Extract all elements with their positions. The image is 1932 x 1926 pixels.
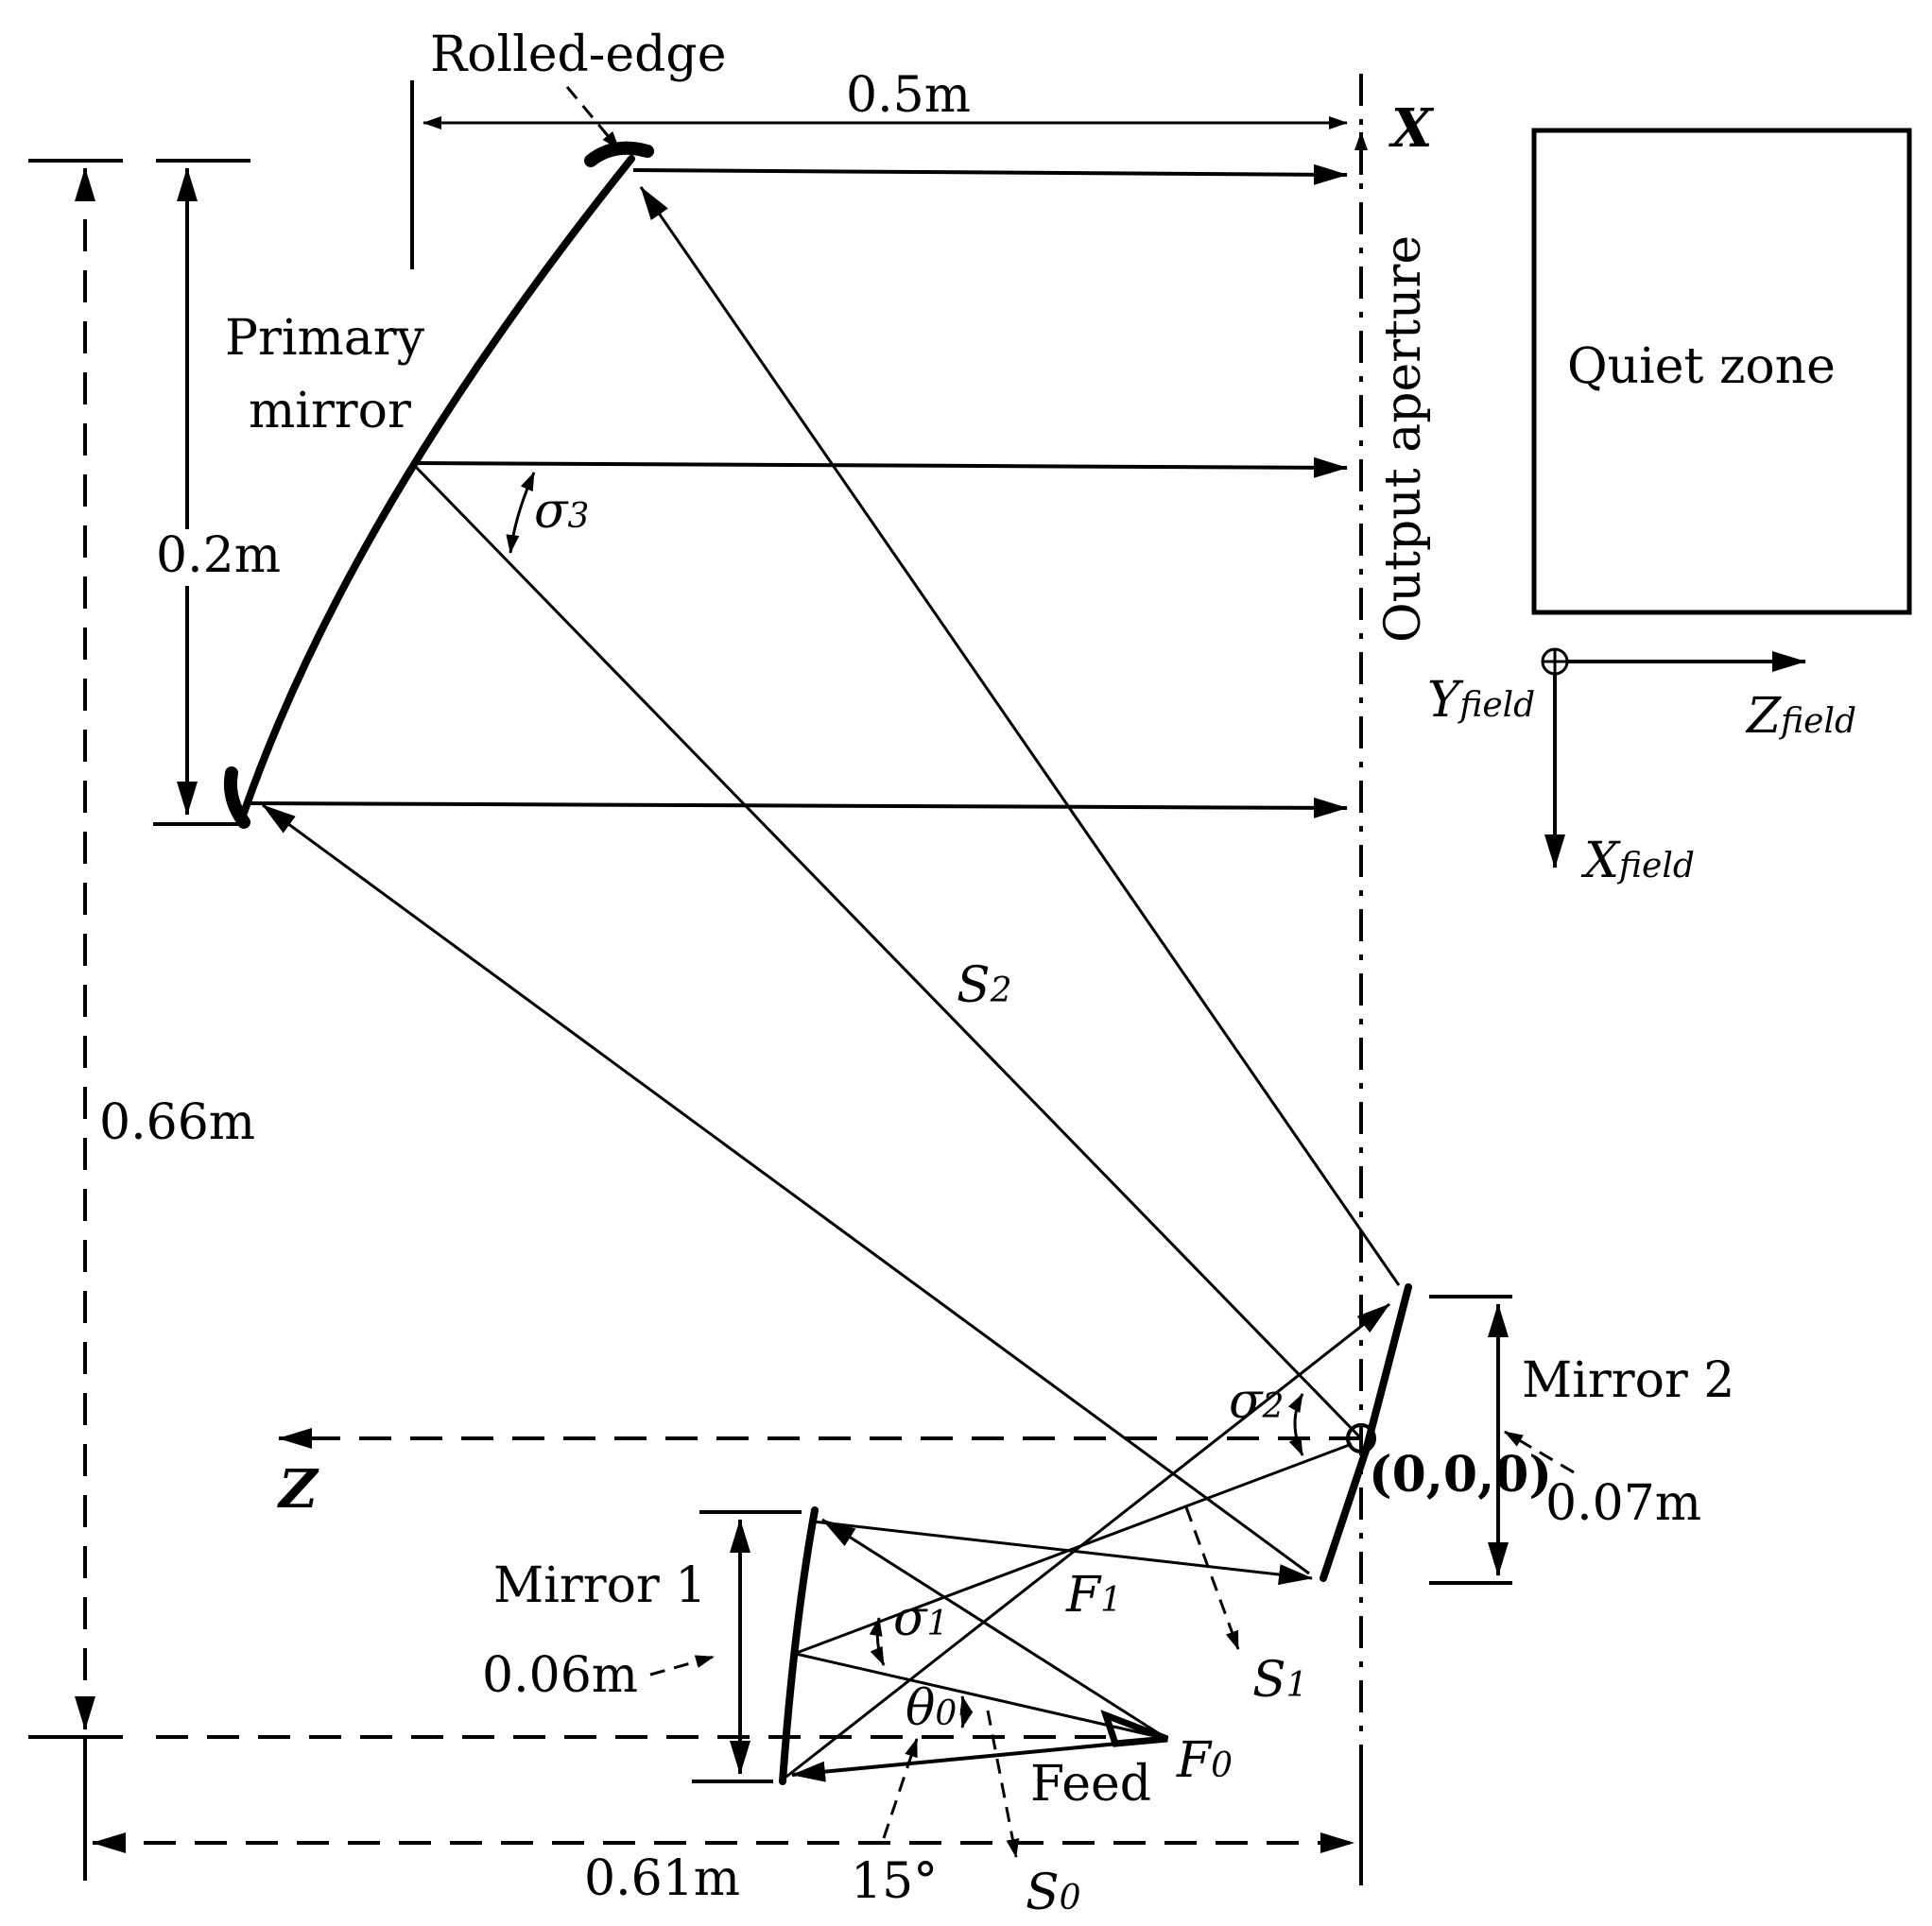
mirror-1 [779, 1506, 819, 1785]
primary-mirror [240, 155, 635, 817]
dim-0-06m-pointer [649, 1655, 715, 1677]
angle-15-pointer [882, 1738, 919, 1839]
ray-mirror2-to-primary-mid [410, 461, 1363, 1440]
mirror-2 [1320, 1283, 1412, 1582]
dim-0-66m-label: 0.66m [99, 1094, 255, 1151]
angle-15-label: 15° [851, 1853, 938, 1910]
axis-z-label: Z [277, 1458, 319, 1521]
ray-feed-to-mirror1-top [821, 1518, 1168, 1741]
dim-0-2m-label-bg [153, 529, 285, 586]
sigma2-arc [1287, 1393, 1304, 1456]
dim-0-07m-label: 0.07m [1545, 1475, 1701, 1532]
output-aperture-label: Output aperture [1375, 235, 1432, 643]
sigma1-arc [869, 1617, 886, 1666]
ray-feed-to-mirror1-bottom [791, 1737, 1168, 1782]
rolled-edge-label: Rolled-edge [430, 26, 726, 83]
ray-mirror2-to-primary-top [639, 186, 1401, 1286]
s2-label: S2 [957, 957, 1012, 1014]
dim-0-2m-label: 0.2m [156, 527, 281, 584]
feed-label: Feed [1030, 1756, 1151, 1813]
primary-rolled-edge-top [584, 141, 654, 167]
dim-0-61m-label: 0.61m [584, 1850, 740, 1907]
mirror-2-label: Mirror 2 [1522, 1352, 1734, 1409]
feed-horn [1100, 1710, 1169, 1747]
ray-mirror1-top-to-mirror2-bottom [812, 1520, 1313, 1585]
sigma1-label: σ1 [893, 1591, 948, 1647]
ray-mirror2-to-primary-bottom [262, 803, 1310, 1575]
quiet-zone-label: Quiet zone [1567, 338, 1836, 395]
sigma3-label: σ3 [534, 483, 589, 540]
y-field-label: Yfield [1427, 672, 1535, 729]
s0-direction-arrow [986, 1710, 1020, 1858]
dim-0-06m-label: 0.06m [482, 1647, 638, 1704]
s0-label: S0 [1026, 1865, 1081, 1921]
origin-marker-icon [1346, 1423, 1376, 1453]
z-field-label: Zfield [1745, 688, 1856, 745]
ray-top-to-aperture [632, 163, 1348, 185]
primary-rolled-edge-bottom [223, 766, 250, 829]
ray-bottom-to-aperture [250, 797, 1348, 818]
origin-label: (0,0,0) [1369, 1446, 1552, 1504]
ray-feed-to-mirror1-mid [795, 1652, 1168, 1741]
sigma3-arc [506, 472, 536, 554]
s1-direction-arrow [1184, 1506, 1240, 1650]
x-field-label: Xfield [1580, 833, 1695, 889]
f0-label: F0 [1176, 1732, 1233, 1789]
s1-label: S1 [1252, 1652, 1308, 1709]
ray-mirror1-bottom-to-mirror2-top [785, 1302, 1390, 1779]
axis-x-label: X [1389, 97, 1435, 160]
dim-0-5m-label: 0.5m [846, 67, 971, 124]
quiet-zone-box [1531, 128, 1912, 615]
mirror-1-label: Mirror 1 [493, 1557, 706, 1614]
primary-mirror-label-line2: mirror [249, 383, 411, 439]
theta0-arc [959, 1695, 974, 1728]
ray-mid-to-aperture [411, 456, 1348, 478]
primary-mirror-label-line1: Primary [225, 310, 425, 367]
theta0-label: θ0 [906, 1680, 957, 1737]
sigma2-label: σ2 [1229, 1373, 1284, 1430]
f1-label: F1 [1065, 1567, 1122, 1624]
ray-mirror1-mid-to-mirror2-center [793, 1442, 1353, 1656]
dim-0-07m-pointer [1504, 1430, 1575, 1474]
rolled-edge-pointer [565, 86, 621, 150]
